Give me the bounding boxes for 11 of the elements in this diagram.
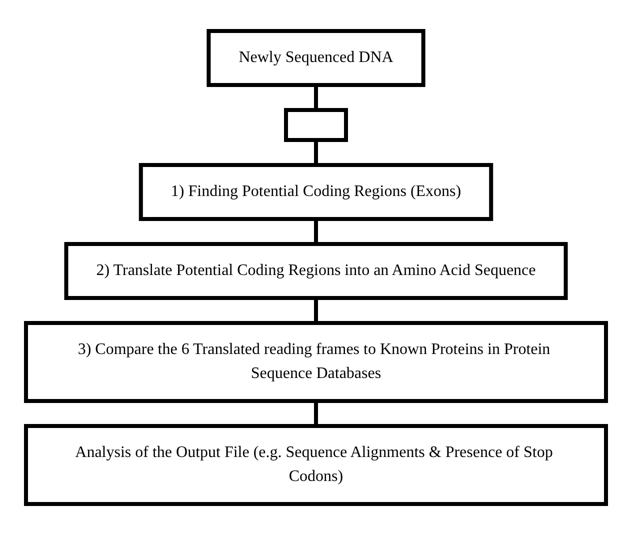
node-box: 1) Finding Potential Coding Regions (Exons) [138,162,494,220]
node-box: Analysis of the Output File (e.g. Sequence Alignments & Presence of Stop Codons) [24,424,608,506]
connector [314,400,318,426]
node-box: 2) Translate Potential Coding Regions into an Amino Acid Sequence [64,242,568,300]
connector [314,298,318,322]
node-box: 3) Compare the 6 Translated reading frames to Known Proteins in Protein Sequence Databases [24,320,608,402]
connector [314,218,318,244]
node-box [284,108,348,142]
connector [314,84,318,110]
node-box: Newly Sequenced DNA [206,28,426,86]
connector [314,140,318,164]
